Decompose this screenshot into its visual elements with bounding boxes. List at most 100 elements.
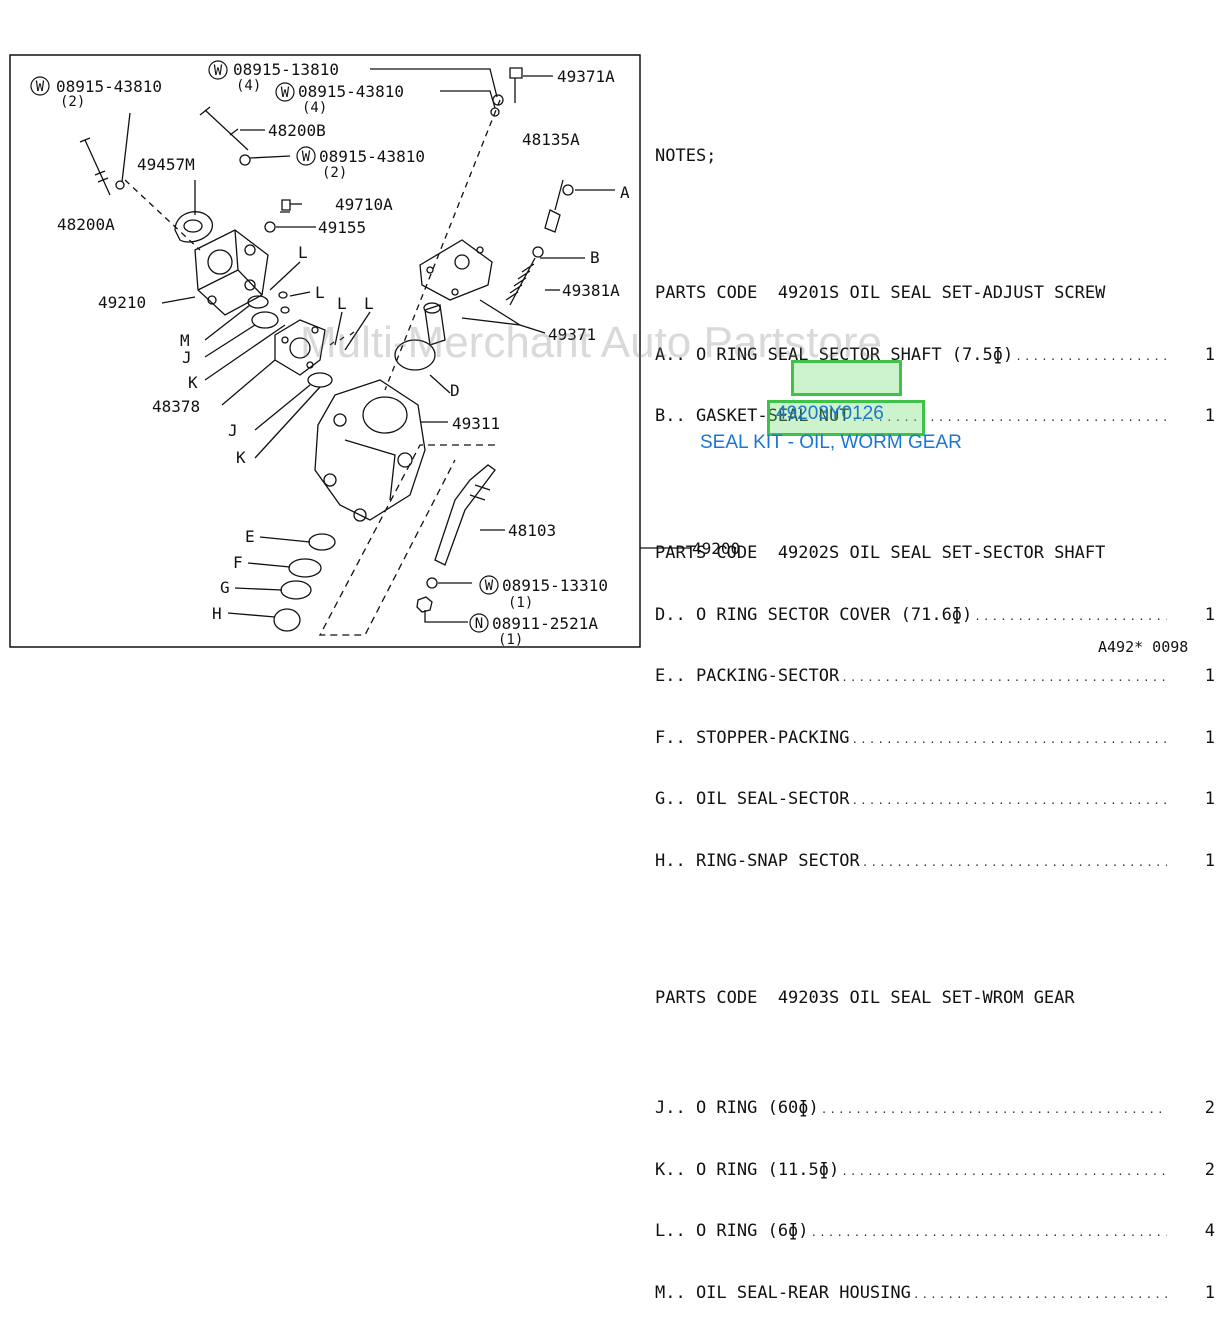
washer-small	[115, 180, 125, 190]
label-08915-43810-c: 08915-43810	[319, 147, 425, 166]
oring-A	[562, 184, 574, 196]
notes-item: H.. RING-SNAP SECTOR....................…	[655, 850, 1215, 871]
bolt-48200B	[199, 106, 249, 151]
label-49381A: 49381A	[562, 281, 620, 300]
notes-item: A.. O RING SEAL SECTOR SHAFT (7.5ɸ).....…	[655, 344, 1215, 365]
label-K: K	[236, 448, 246, 467]
label-49155: 49155	[318, 218, 366, 237]
overlay-part-number[interactable]: 49203Y0126	[776, 403, 884, 424]
label-qty: (2)	[60, 94, 85, 110]
dashed-axis	[384, 99, 501, 391]
parts-diagram-page: W W W W W N 08915-43810 (2) 08915-13810 …	[9, 54, 740, 648]
label-F: F	[233, 553, 243, 572]
rear-housing-49210	[194, 229, 269, 316]
notes-panel: NOTES; PARTS CODE 49201S OIL SEAL SET-AD…	[655, 105, 1215, 1324]
dashed-axis	[124, 179, 201, 251]
label-qty: (1)	[498, 632, 523, 648]
label-48200A: 48200A	[57, 215, 115, 234]
label-L: L	[337, 294, 347, 313]
snap-ring-H	[273, 608, 301, 632]
bleeder-49371A	[509, 67, 523, 103]
label-08915-13310: 08915-13310	[502, 576, 608, 595]
seal-M	[247, 295, 269, 309]
label-M: M	[180, 331, 190, 350]
label-J: J	[182, 348, 192, 367]
highlight-part-number-49203Y0126[interactable]	[767, 400, 925, 436]
sector-cover-49371	[419, 239, 493, 301]
gasket-B	[532, 246, 544, 258]
notes-item: E.. PACKING-SECTOR......................…	[655, 666, 1215, 686]
label-qty: (2)	[322, 165, 347, 181]
label-E: E	[245, 527, 255, 546]
adjusting-screw-49381A	[505, 257, 536, 306]
label-49371A: 49371A	[557, 67, 615, 86]
label-48135A: 48135A	[522, 130, 580, 149]
oring-D	[394, 339, 436, 371]
screw-49710A	[280, 199, 291, 213]
notes-item: F.. STOPPER-PACKING.....................…	[655, 727, 1215, 748]
notes-item: B.. GASKET-SEAL NUT.....................…	[655, 406, 1215, 426]
label-L: L	[298, 243, 308, 262]
worm-shaft-48103	[434, 464, 496, 566]
label-qty: (4)	[302, 100, 327, 116]
gasket-49457M	[174, 211, 213, 243]
label-49311: 49311	[452, 414, 500, 433]
packing-E	[308, 533, 336, 551]
nut-symbol: N	[475, 616, 483, 632]
notes-item: G.. OIL SEAL-SECTOR.....................…	[655, 789, 1215, 809]
label-48103: 48103	[508, 521, 556, 540]
diagram-frame	[9, 54, 641, 648]
label-48378: 48378	[152, 397, 200, 416]
washer-symbol: W	[302, 149, 311, 165]
label-qty: (4)	[236, 78, 261, 94]
label-49457M: 49457M	[137, 155, 195, 174]
exploded-view-diagram: W W W W W N 08915-43810 (2) 08915-13810 …	[9, 54, 740, 648]
label-08911-2521A: 08911-2521A	[492, 614, 598, 633]
notes-item: J.. O RING (60ɸ)........................…	[655, 1098, 1215, 1118]
label-L: L	[364, 294, 374, 313]
notes-item: M.. OIL SEAL-REAR HOUSING...............…	[655, 1282, 1215, 1303]
label-H: H	[212, 604, 222, 623]
washer-49155	[264, 221, 276, 233]
dashed-axis	[318, 444, 495, 636]
washer-symbol: W	[36, 79, 45, 95]
label-A: A	[620, 183, 630, 202]
adjust-screw-48135A	[544, 179, 564, 233]
label-48200B: 48200B	[268, 121, 326, 140]
parts-code-header: PARTS CODE 49201S OIL SEAL SET-ADJUST SC…	[655, 283, 1106, 303]
nut-small	[416, 596, 433, 613]
label-49371: 49371	[548, 325, 596, 344]
bolt-48200A	[79, 137, 111, 196]
oil-seal-G	[280, 580, 312, 600]
label-B: B	[590, 248, 600, 267]
highlight-parts-code-49203S[interactable]	[791, 360, 902, 396]
label-08915-43810-a: 08915-43810	[56, 77, 162, 96]
oring-J	[251, 311, 279, 329]
washer-symbol: W	[281, 85, 290, 101]
watermark: Multi-Merchant Auto Partstore	[300, 318, 883, 367]
washer-small	[426, 577, 438, 589]
sector-shaft	[424, 304, 446, 346]
label-49210: 49210	[98, 293, 146, 312]
gear-housing-49311	[314, 379, 426, 521]
notes-item: K.. O RING (11.5ɸ)......................…	[655, 1159, 1215, 1180]
label-J: J	[228, 421, 238, 440]
label-49200: 49200	[692, 539, 740, 558]
figure-code: A492* 0098	[1098, 638, 1189, 656]
washer-symbol: W	[485, 578, 494, 594]
notes-item: D.. O RING SECTOR COVER (71.6ɸ).........…	[655, 604, 1215, 625]
label-08915-43810-b: 08915-43810	[298, 82, 404, 101]
notes-title: NOTES;	[655, 146, 717, 166]
parts-code-header: PARTS CODE 49203S OIL SEAL SET-WROM GEAR	[655, 987, 1075, 1008]
notes-item: L.. O RING (6ɸ).........................…	[655, 1221, 1215, 1241]
label-08915-13810: 08915-13810	[233, 60, 339, 79]
label-K: K	[188, 373, 198, 392]
label-D: D	[450, 381, 460, 400]
label-49710A: 49710A	[335, 195, 393, 214]
washer-small	[239, 154, 251, 166]
label-G: G	[220, 578, 230, 597]
overlay-description: SEAL KIT - OIL, WORM GEAR	[700, 432, 962, 453]
parts-code-header: PARTS CODE 49202S OIL SEAL SET-SECTOR SH…	[655, 543, 1106, 563]
oring-K	[307, 372, 333, 388]
label-L: L	[315, 283, 325, 302]
